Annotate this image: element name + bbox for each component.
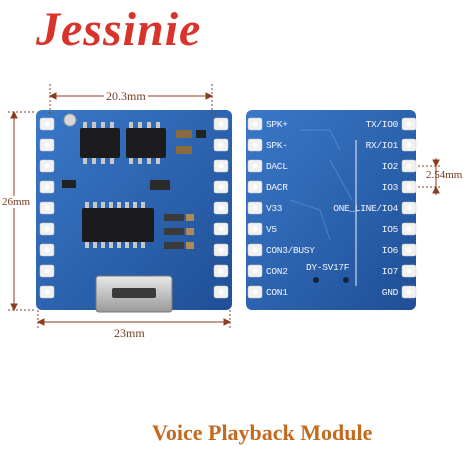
dimension-lines xyxy=(8,84,440,330)
pin-label-gnd: GND xyxy=(381,287,399,298)
pin-label-v5: V5 xyxy=(266,224,277,235)
pin-label-v33: V33 xyxy=(266,203,283,214)
product-caption: Voice Playback Module xyxy=(152,420,373,445)
pin-label-rx-io1: RX/IO1 xyxy=(365,140,399,151)
pin-label-io3: IO3 xyxy=(381,182,399,193)
pin-label-dacl: DACL xyxy=(266,161,288,172)
pin-label-dacr: DACR xyxy=(266,182,288,193)
pin-label-con3-busy: CON3/BUSY xyxy=(266,245,315,256)
back-board xyxy=(246,110,417,310)
dimension-bottom-width-label: 23mm xyxy=(112,326,147,341)
pin-label-spk-plus: SPK+ xyxy=(266,119,288,130)
pin-label-one-line-io4: ONE_LINE/IO4 xyxy=(333,203,398,214)
dimension-pin-pitch-label: 2.54mm xyxy=(426,169,463,181)
pin-label-io6: IO6 xyxy=(381,245,399,256)
pin-label-con1: CON1 xyxy=(266,287,288,298)
dimension-height-label: 26mm xyxy=(0,196,33,208)
pin-label-tx-io0: TX/IO0 xyxy=(365,119,399,130)
pin-label-io5: IO5 xyxy=(381,224,399,235)
dimension-top-width-label: 20.3mm xyxy=(104,89,148,104)
pin-label-spk-minus: SPK- xyxy=(266,140,288,151)
front-board xyxy=(36,110,232,313)
pin-label-io7: IO7 xyxy=(381,266,399,277)
pin-label-con2: CON2 xyxy=(266,266,288,277)
module-model-label: DY-SV17F xyxy=(306,262,350,273)
pin-label-io2: IO2 xyxy=(381,161,399,172)
brand-logo-text: Jessinie xyxy=(36,3,202,56)
